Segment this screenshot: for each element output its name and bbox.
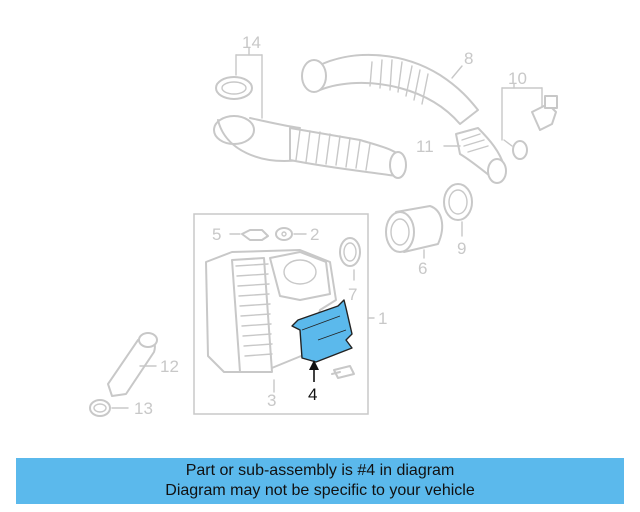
banner-line-2: Diagram may not be specific to your vehi… <box>165 482 475 499</box>
callout-4-arrow <box>309 360 319 382</box>
banner-line-1: Part or sub-assembly is #4 in diagram <box>185 462 455 479</box>
part-4-highlighted[interactable] <box>291 299 353 363</box>
info-banner: Part or sub-assembly is #4 in diagram Di… <box>16 458 624 504</box>
callout-4: 4 <box>308 385 317 404</box>
part-14-drawing <box>215 47 263 119</box>
callout-1: 1 <box>378 309 387 328</box>
lower-intake-duct <box>213 115 407 179</box>
callout-6: 6 <box>418 259 427 278</box>
parts-diagram: 14 8 11 10 9 <box>89 33 558 418</box>
callout-5: 5 <box>212 225 221 244</box>
part-13-drawing <box>89 399 129 417</box>
part-7-drawing <box>339 237 361 281</box>
bolt-drawing <box>331 365 355 379</box>
assembly-1-frame <box>193 213 375 415</box>
part-8-drawing <box>301 53 479 125</box>
callout-7: 7 <box>348 285 357 304</box>
callout-3: 3 <box>267 391 276 410</box>
callout-13: 13 <box>134 399 153 418</box>
part-11-drawing <box>443 127 507 184</box>
part-6-drawing <box>385 205 444 259</box>
part-10-drawing <box>501 83 558 160</box>
callout-10: 10 <box>508 69 527 88</box>
callout-2: 2 <box>310 225 319 244</box>
callout-14: 14 <box>242 33 261 52</box>
callout-8: 8 <box>464 49 473 68</box>
callout-12: 12 <box>160 357 179 376</box>
part-12-drawing <box>107 332 158 397</box>
part-9-drawing <box>443 183 473 237</box>
callout-11: 11 <box>416 137 434 156</box>
part-2-drawing <box>275 227 307 241</box>
callout-9: 9 <box>457 239 466 258</box>
part-5-drawing <box>229 229 269 241</box>
